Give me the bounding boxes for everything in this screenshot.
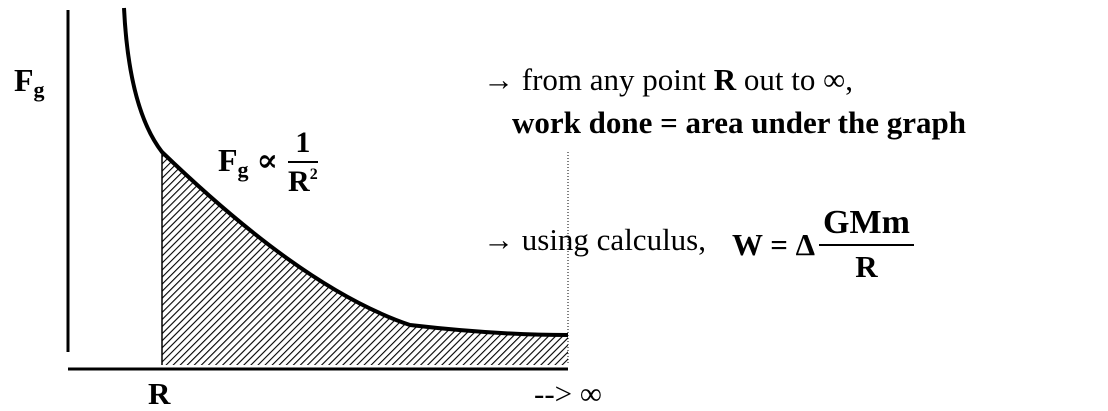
arrow-right-icon: → (483, 222, 514, 257)
r-axis-label: R (148, 376, 171, 411)
force-axis-label: Fg (14, 62, 45, 102)
infinity-axis-label: --> ∞ (534, 376, 602, 411)
note-using-calculus: → using calculus, (483, 222, 706, 257)
note-area-from-r: → from any point R out to ∞, (483, 62, 853, 97)
arrow-right-icon: → (483, 62, 514, 97)
work-area-hatched (162, 152, 568, 365)
proportion-lhs: Fg ∝ (218, 142, 279, 182)
note-work-equals-area: work done = area under the graph (512, 105, 966, 140)
inverse-square-curve (122, 7, 569, 337)
